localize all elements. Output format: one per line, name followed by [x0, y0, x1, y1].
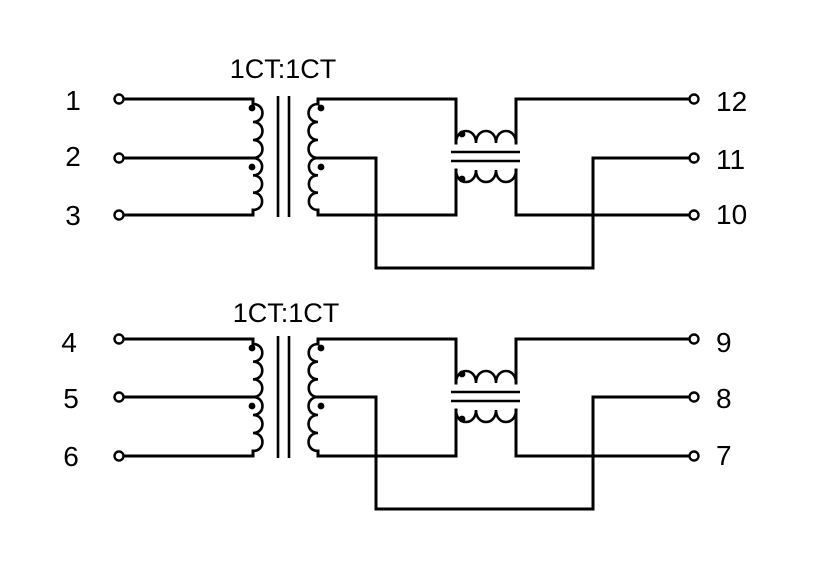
pin-label-left-middle: 2: [65, 141, 81, 172]
choke-polarity-dot-lower: [458, 175, 466, 183]
primary-polarity-dot-upper: [248, 344, 256, 352]
pin-label-right-bottom: 10: [716, 199, 747, 230]
terminal-right-bottom: [688, 209, 700, 221]
terminal-right-bottom: [688, 450, 700, 462]
wire-to-choke-lower-left: [316, 168, 458, 217]
choke-upper-winding: [454, 129, 518, 145]
pin-label-right-middle: 11: [716, 144, 745, 175]
wire-choke-lower-to-pin: [514, 408, 693, 458]
primary-coil-lower: [251, 395, 264, 453]
terminal-right-top: [688, 93, 700, 105]
pin-label-right-bottom: 7: [716, 440, 732, 471]
primary-polarity-dot-upper: [248, 104, 256, 112]
terminal-left-bottom: [113, 209, 125, 221]
primary-coil-lower: [251, 156, 264, 212]
choke-lower-winding: [454, 168, 518, 184]
pin-label-right-top: 12: [716, 86, 747, 117]
primary-lead-bottom: [117, 208, 255, 217]
terminal-left-bottom: [113, 450, 125, 462]
choke-lower-winding: [454, 408, 518, 424]
terminal-left-top: [113, 333, 125, 345]
wire-choke-upper-to-pin: [514, 97, 693, 145]
secondary-coil-upper: [307, 102, 320, 160]
primary-coil-upper: [251, 342, 264, 399]
primary-lead-top: [117, 337, 255, 346]
secondary-coil-lower: [307, 395, 320, 453]
secondary-coil-upper: [307, 342, 320, 399]
choke-polarity-dot-upper: [458, 370, 466, 378]
pin-label-left-top: 1: [65, 85, 81, 116]
choke-polarity-dot-upper: [458, 130, 466, 138]
primary-coil-upper: [251, 102, 264, 160]
choke-upper-winding: [454, 369, 518, 385]
wire-choke-upper-to-pin: [514, 337, 693, 385]
pin-label-right-top: 9: [716, 327, 732, 358]
terminal-left-middle: [113, 391, 125, 403]
pin-label-right-middle: 8: [716, 383, 732, 414]
wire-to-choke-upper-left: [316, 97, 458, 145]
pin-label-left-bottom: 3: [65, 200, 81, 231]
wire-to-choke-lower-left: [316, 408, 458, 458]
wire-choke-lower-to-pin: [514, 168, 693, 217]
pin-label-left-top: 4: [61, 327, 77, 358]
center-tap-wire: [316, 395, 693, 511]
ratio-label: 1CT:1CT: [233, 298, 340, 328]
secondary-polarity-dot-lower: [317, 402, 325, 410]
terminal-right-middle: [688, 391, 700, 403]
channel-2: 1CT:1CT 4 5 6 9 8 7: [61, 298, 732, 511]
wire-to-choke-upper-left: [316, 337, 458, 385]
terminal-left-top: [113, 93, 125, 105]
secondary-polarity-dot-lower: [317, 163, 325, 171]
terminal-right-top: [688, 333, 700, 345]
pin-label-left-middle: 5: [63, 383, 79, 414]
secondary-polarity-dot-upper: [317, 104, 325, 112]
secondary-coil-lower: [307, 156, 320, 212]
pin-label-left-bottom: 6: [63, 441, 79, 472]
choke-polarity-dot-lower: [458, 415, 466, 423]
terminal-left-middle: [113, 152, 125, 164]
primary-polarity-dot-lower: [248, 402, 256, 410]
center-tap-wire: [316, 156, 693, 270]
secondary-polarity-dot-upper: [317, 344, 325, 352]
ratio-label: 1CT:1CT: [230, 54, 337, 84]
primary-lead-bottom: [117, 449, 255, 458]
primary-lead-top: [117, 97, 255, 106]
terminal-right-middle: [688, 152, 700, 164]
primary-polarity-dot-lower: [248, 163, 256, 171]
channel-1: 1CT:1CT 1 2 3 12 11 10: [65, 54, 747, 270]
